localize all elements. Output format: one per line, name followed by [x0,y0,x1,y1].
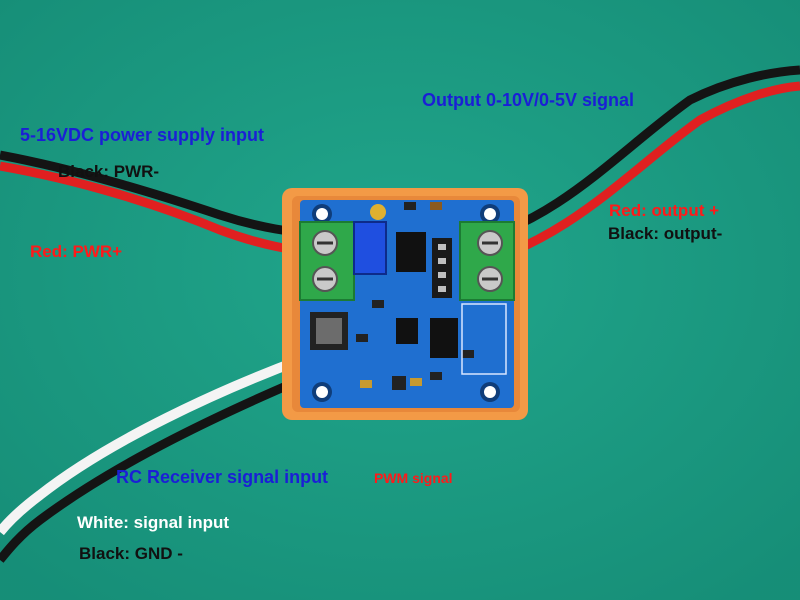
rc-white-label: White: signal input [77,513,230,532]
opamp-chip [396,232,426,272]
output-red-wire [468,81,800,271]
power-black-label: Black: PWR- [58,162,160,181]
potentiometer [353,204,387,275]
rc-receiver-title: RC Receiver signal input [116,467,329,487]
power-terminal-block [299,221,355,301]
smd-components [356,202,474,390]
mcu-chip [430,318,458,358]
output-black-wire [468,65,800,247]
output-red-label: Red: output + [609,201,720,220]
output-title: Output 0-10V/0-5V signal [422,90,635,110]
power-red-label: Red: PWR+ [30,242,123,261]
output-black-label: Black: output- [608,224,723,243]
pwm-signal-label: PWM signal [374,470,453,486]
silkscreen-box [461,303,507,375]
mosfet-tab [316,318,342,344]
output-terminal-block [459,221,515,301]
small-chip [396,318,418,344]
pin-header [432,238,452,298]
mounting-holes [312,204,500,402]
rc-white-wire [0,355,302,536]
rc-black-wire [0,375,302,563]
power-supply-title: 5-16VDC power supply input [20,125,265,145]
rc-black-label: Black: GND - [79,544,183,563]
